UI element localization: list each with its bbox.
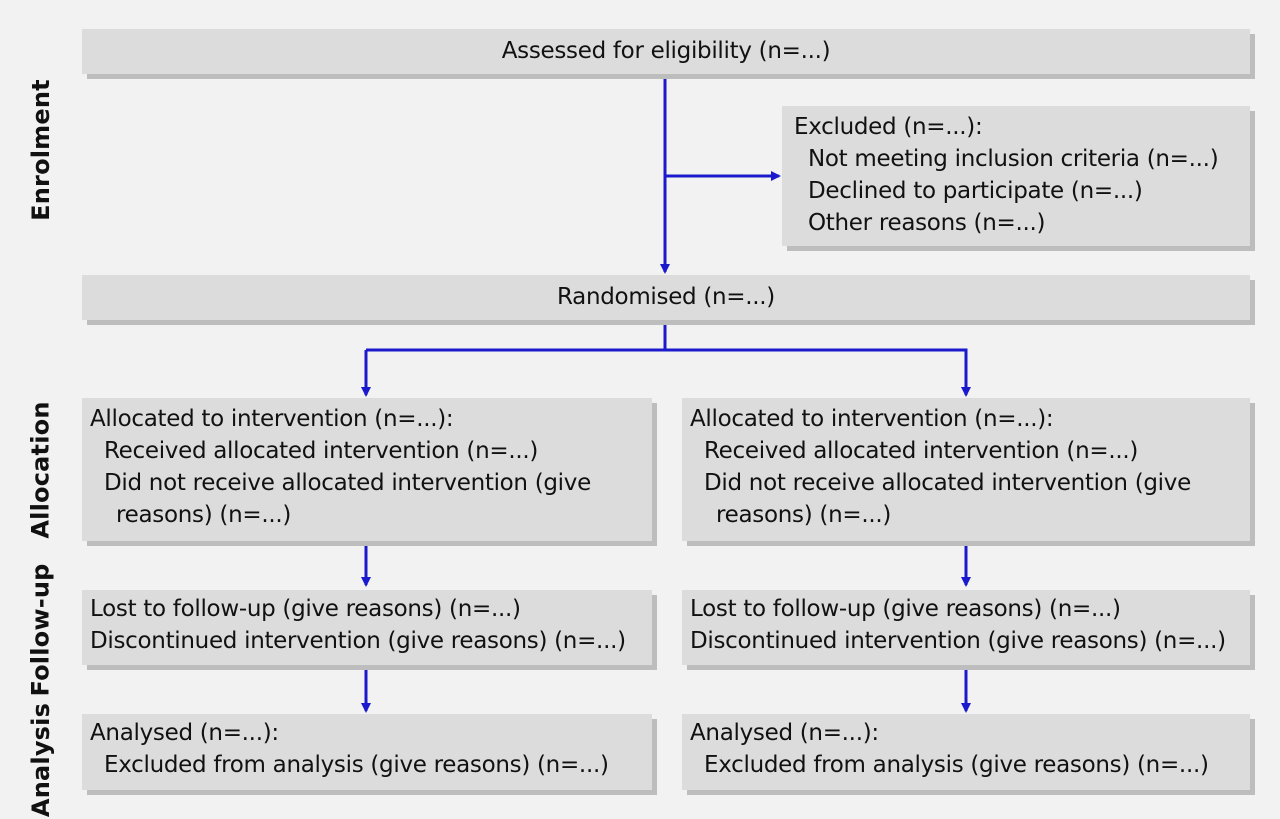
excluded-not-meeting: Not meeting inclusion criteria (n=...)	[808, 146, 1219, 172]
excluded-declined: Declined to participate (n=...)	[808, 178, 1143, 204]
allocation-not-received-cont: reasons) (n=...)	[116, 502, 292, 528]
assessed-box: Assessed for eligibility (n=...)	[82, 29, 1250, 74]
arrow-randomised-split	[366, 320, 667, 352]
allocation-not-received: Did not receive allocated intervention (…	[704, 470, 1191, 496]
allocation-title: Allocated to intervention (n=...):	[690, 406, 1054, 432]
analysis-excluded: Excluded from analysis (give reasons) (n…	[104, 752, 609, 778]
excluded-box: Excluded (n=...): Not meeting inclusion …	[782, 106, 1250, 246]
excluded-other: Other reasons (n=...)	[808, 210, 1046, 236]
followup-lost: Lost to follow-up (give reasons) (n=...)	[90, 596, 521, 622]
arrow-to-right-allocation	[665, 348, 971, 397]
right-followup-box: Lost to follow-up (give reasons) (n=...)…	[682, 590, 1250, 665]
right-analysis-box: Analysed (n=...): Excluded from analysis…	[682, 714, 1250, 790]
allocation-not-received-cont: reasons) (n=...)	[716, 502, 892, 528]
right-allocation-box: Allocated to intervention (n=...): Recei…	[682, 398, 1250, 541]
allocation-not-received: Did not receive allocated intervention (…	[104, 470, 591, 496]
followup-discontinued: Discontinued intervention (give reasons)…	[90, 628, 626, 654]
followup-lost: Lost to follow-up (give reasons) (n=...)	[690, 596, 1121, 622]
left-analysis-box: Analysed (n=...): Excluded from analysis…	[82, 714, 652, 790]
analysis-title: Analysed (n=...):	[690, 720, 879, 746]
randomised-box: Randomised (n=...)	[82, 275, 1250, 320]
excluded-title: Excluded (n=...):	[794, 114, 983, 140]
left-followup-box: Lost to follow-up (give reasons) (n=...)…	[82, 590, 652, 665]
allocation-received: Received allocated intervention (n=...)	[104, 438, 539, 464]
allocation-received: Received allocated intervention (n=...)	[704, 438, 1139, 464]
followup-discontinued: Discontinued intervention (give reasons)…	[690, 628, 1226, 654]
randomised-text: Randomised (n=...)	[557, 284, 775, 310]
assessed-text: Assessed for eligibility (n=...)	[501, 38, 831, 64]
left-allocation-box: Allocated to intervention (n=...): Recei…	[82, 398, 652, 541]
analysis-title: Analysed (n=...):	[90, 720, 279, 746]
analysis-excluded: Excluded from analysis (give reasons) (n…	[704, 752, 1209, 778]
allocation-title: Allocated to intervention (n=...):	[90, 406, 454, 432]
